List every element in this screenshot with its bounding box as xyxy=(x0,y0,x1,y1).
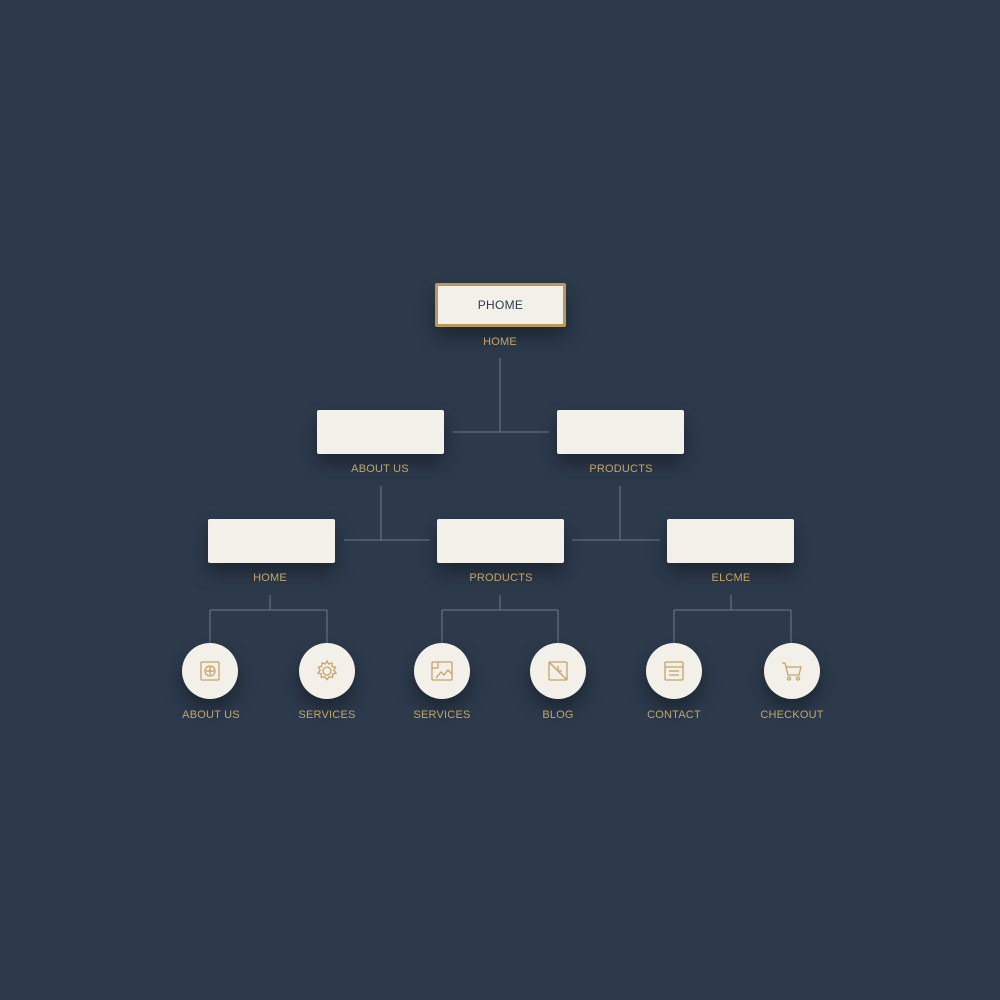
level3-node-home[interactable] xyxy=(208,519,335,563)
box-plus-icon xyxy=(200,661,220,681)
leaf-contact[interactable] xyxy=(646,643,702,699)
leaf-caption-checkout: CHECKOUT xyxy=(760,709,824,721)
gear-icon xyxy=(316,659,338,681)
level3-caption-products: PRODUCTS xyxy=(469,572,533,584)
leaf-caption-services-2: SERVICES xyxy=(413,709,471,721)
image-frame-icon xyxy=(431,661,453,681)
leaf-caption-contact: CONTACT xyxy=(647,709,701,721)
cart-icon xyxy=(782,662,802,681)
level3-node-elcme[interactable] xyxy=(667,519,794,563)
root-node-label: PHOME xyxy=(477,298,524,312)
leaf-services-2[interactable] xyxy=(414,643,470,699)
leaf-blog[interactable] xyxy=(530,643,586,699)
diagonal-frame-icon xyxy=(548,661,568,681)
level3-node-products[interactable] xyxy=(437,519,564,563)
leaf-services-1[interactable] xyxy=(299,643,355,699)
leaf-caption-blog: BLOG xyxy=(542,709,574,721)
level2-node-products[interactable] xyxy=(557,410,684,454)
browser-window-icon xyxy=(664,661,684,681)
level3-caption-home: HOME xyxy=(253,572,287,584)
level2-caption-about-us: ABOUT US xyxy=(351,463,409,475)
leaf-about-us[interactable] xyxy=(182,643,238,699)
leaf-checkout[interactable] xyxy=(764,643,820,699)
leaf-caption-services-1: SERVICES xyxy=(298,709,356,721)
root-node-home[interactable]: PHOME xyxy=(435,283,566,327)
leaf-caption-about-us: ABOUT US xyxy=(182,709,240,721)
root-caption: HOME xyxy=(483,336,517,348)
level2-node-about-us[interactable] xyxy=(317,410,444,454)
level2-caption-products: PRODUCTS xyxy=(589,463,653,475)
level3-caption-elcme: ELCME xyxy=(711,572,751,584)
